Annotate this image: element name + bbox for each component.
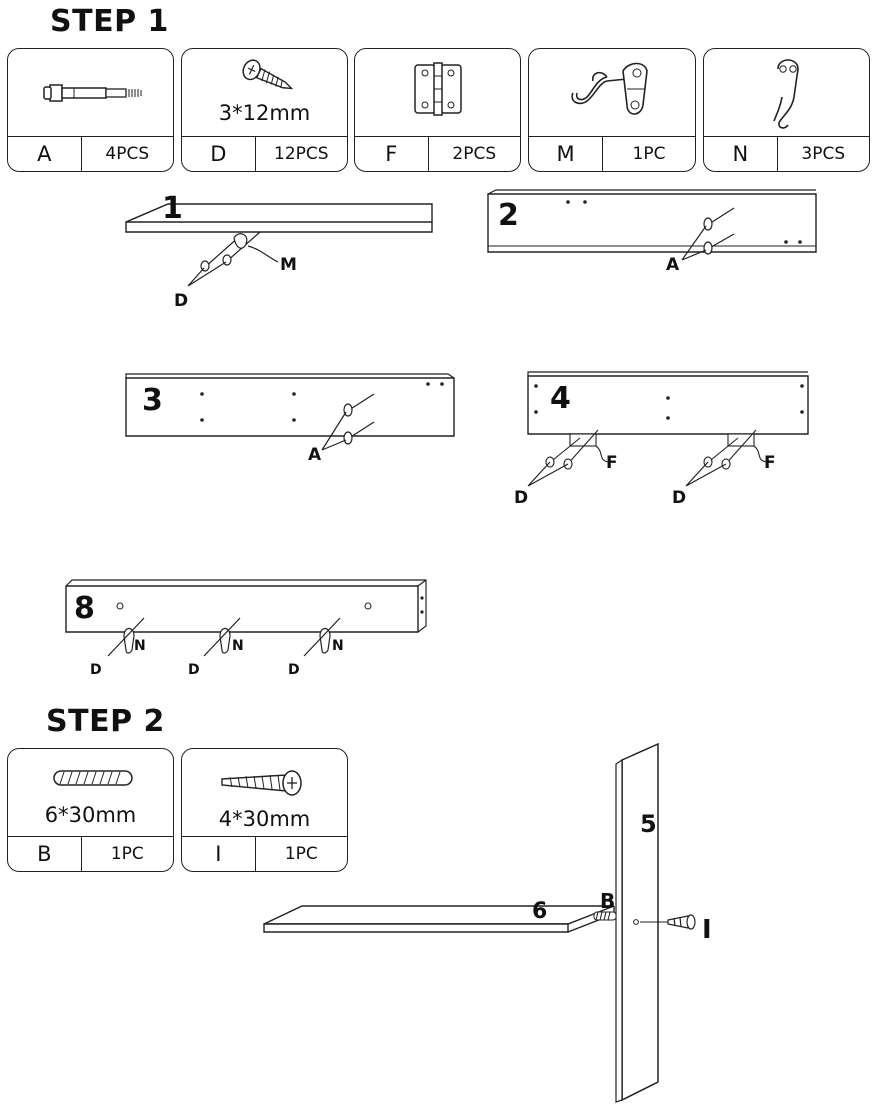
hinge-icon (355, 49, 520, 137)
callout-b: B (600, 889, 615, 913)
panel-5: 5 (615, 742, 659, 1103)
panel-8: 8 N D N D N D (65, 579, 427, 678)
cam-bolt-icon (8, 49, 173, 137)
part-i-footer: I 1PC (182, 836, 347, 871)
callout-n: N (134, 638, 146, 654)
panel-number: 8 (74, 591, 95, 626)
panel-6: 6 (263, 899, 615, 933)
callout-n: N (332, 638, 344, 654)
screw-icon (182, 49, 347, 137)
step2-title: STEP 2 (46, 704, 165, 739)
callout-i: I (702, 915, 712, 945)
panel-number: 3 (142, 383, 163, 418)
coat-hook-icon (704, 49, 869, 137)
callout-d: D (188, 662, 200, 678)
part-letter: I (182, 837, 256, 871)
part-m-footer: M 1PC (529, 136, 695, 171)
latch-hook-icon (529, 49, 695, 137)
part-letter: M (529, 137, 604, 171)
callout-f: F (606, 453, 618, 473)
part-letter: N (704, 137, 778, 171)
part-b-footer: B 1PC (8, 836, 173, 871)
part-size: 3*12mm (218, 101, 311, 125)
callout-d: D (514, 488, 528, 508)
callout-f: F (764, 453, 776, 473)
panel-number: 5 (640, 810, 657, 838)
panel-4: 4 F D F D (514, 371, 809, 508)
cam-bolt-icon (343, 393, 375, 445)
part-quantity: 1PC (632, 144, 666, 164)
callout-a: A (666, 255, 680, 275)
part-box-f: F 2PCS (354, 48, 521, 172)
dowel-icon (8, 749, 173, 837)
panel-1: 1 D M (125, 191, 433, 311)
part-quantity: 2PCS (452, 144, 497, 164)
part-quantity: 3PCS (801, 144, 846, 164)
part-d-footer: D 12PCS (182, 136, 347, 171)
part-letter: A (8, 137, 82, 171)
panel-number: 6 (532, 899, 547, 924)
part-letter: D (182, 137, 256, 171)
part-quantity: 1PC (284, 844, 318, 864)
callout-d: D (672, 488, 686, 508)
panel-number: 1 (162, 191, 183, 226)
part-box-a: A 4PCS (7, 48, 174, 172)
screw-icon (200, 231, 279, 272)
part-size: 4*30mm (218, 807, 311, 831)
part-box-i: 4*30mm I 1PC (181, 748, 348, 872)
part-f-footer: F 2PCS (355, 136, 520, 171)
callout-m: M (280, 255, 297, 275)
panel-2: 2 A (487, 189, 817, 275)
dowel-icon (593, 911, 617, 921)
part-n-footer: N 3PCS (704, 136, 869, 171)
part-letter: F (355, 137, 429, 171)
hinge-icon (545, 429, 767, 470)
part-a-footer: A 4PCS (8, 136, 173, 171)
callout-d: D (174, 291, 188, 311)
step1-assembly-diagram: 1 D M 2 A 3 (65, 189, 817, 678)
part-size: 6*30mm (44, 803, 137, 827)
part-letter: B (8, 837, 82, 871)
part-box-n: N 3PCS (703, 48, 870, 172)
wood-screw-icon (182, 749, 347, 837)
callout-n: N (232, 638, 244, 654)
part-quantity: 4PCS (105, 144, 150, 164)
part-quantity: 1PC (110, 844, 144, 864)
panel-number: 2 (498, 198, 519, 233)
part-box-m: M 1PC (528, 48, 696, 172)
part-box-d: 3*12mm D 12PCS (181, 48, 348, 172)
coat-hook-icon (107, 617, 341, 657)
part-box-b: 6*30mm B 1PC (7, 748, 174, 872)
callout-a: A (308, 445, 322, 465)
part-quantity: 12PCS (274, 144, 329, 164)
step1-title: STEP 1 (50, 4, 169, 39)
panel-3: 3 A (125, 373, 455, 465)
callout-d: D (90, 662, 102, 678)
wood-screw-icon (667, 914, 696, 930)
cam-bolt-icon (703, 207, 735, 255)
panel-number: 4 (550, 381, 571, 416)
callout-d: D (288, 662, 300, 678)
